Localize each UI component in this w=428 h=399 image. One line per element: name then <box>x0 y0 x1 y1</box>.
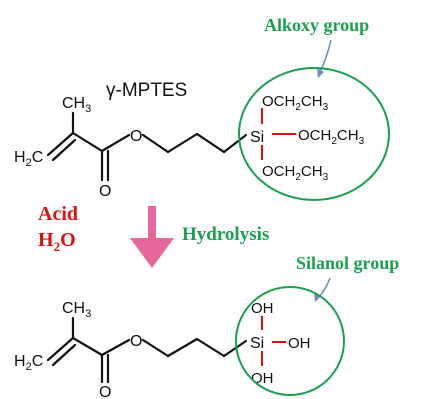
reaction-arrow <box>130 206 174 268</box>
bottom-ester-o: O <box>130 333 142 350</box>
top-ester-o: O <box>130 128 142 145</box>
top-methyl-label: CH3 <box>62 95 91 115</box>
silanol-oh-bottom: OH <box>251 370 274 387</box>
alkoxy-group-label: Alkoxy group <box>264 15 369 35</box>
silanol-oh-top: OH <box>251 300 274 317</box>
hydrolysis-label: Hydrolysis <box>182 224 269 245</box>
acid-label: Acid <box>38 203 78 225</box>
bottom-methyl-label: CH3 <box>62 300 91 320</box>
bottom-si-label: Si <box>250 335 264 352</box>
silanol-group-circle <box>235 286 345 396</box>
bottom-si-bonds <box>261 316 286 366</box>
alkoxy-3: OCH2CH3 <box>262 163 329 183</box>
top-si-bonds <box>261 108 296 160</box>
h2o-label: H2O <box>38 229 76 254</box>
alkoxy-callout-arrow <box>317 39 332 78</box>
top-h2c-label: H2C <box>14 149 43 169</box>
top-skeleton-bonds <box>46 111 248 182</box>
mptes-name: γ-MPTES <box>106 80 187 101</box>
bottom-carbonyl-o: O <box>99 384 111 399</box>
alkoxy-group-circle <box>238 67 390 201</box>
bottom-skeleton-bonds <box>46 316 248 384</box>
bottom-h2c-label: H2C <box>14 353 43 373</box>
top-carbonyl-o: O <box>99 183 111 200</box>
silanol-oh-right: OH <box>288 335 311 352</box>
silanol-group-label: Silanol group <box>296 253 399 273</box>
alkoxy-1: OCH2CH3 <box>262 93 329 113</box>
alkoxy-2: OCH2CH3 <box>298 127 365 147</box>
top-si-label: Si <box>250 129 264 146</box>
